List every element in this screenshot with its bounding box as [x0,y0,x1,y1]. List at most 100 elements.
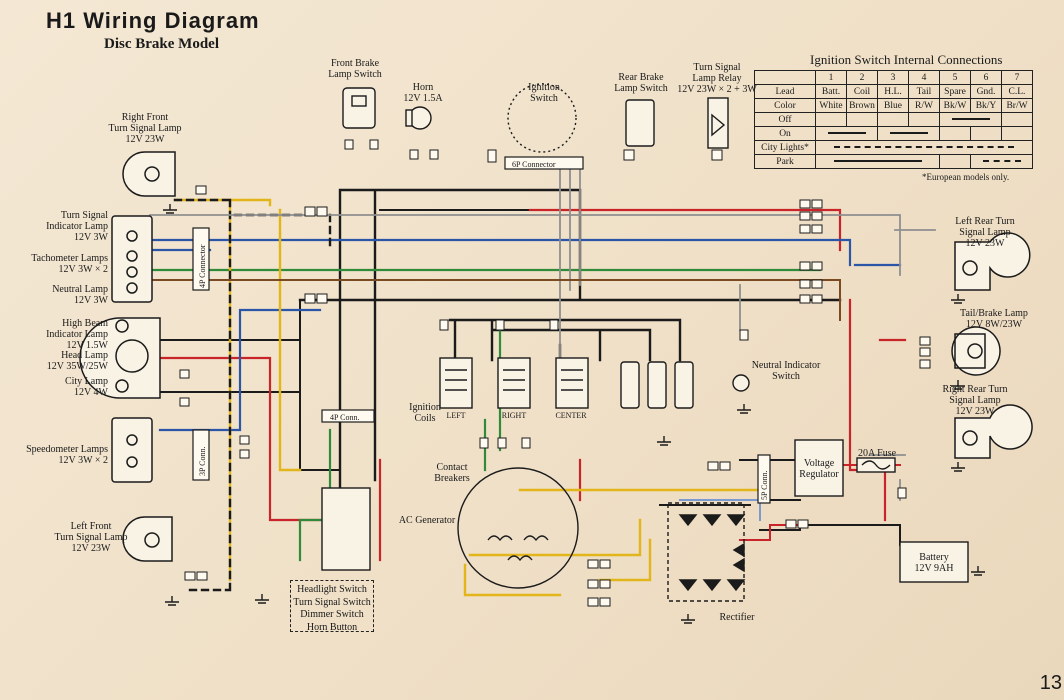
coil-left-label: LEFT [446,411,466,420]
connector-6p [504,156,584,170]
speedometer-label: Speedometer Lamps 12V 3W × 2 [26,444,108,466]
turn-relay-label: Turn Signal Lamp Relay 12V 23W × 2 + 3W [677,62,757,95]
table-cell: Gnd. [970,84,1002,99]
coil-right-label: RIGHT [501,411,527,420]
left-rear-turn-label: Left Rear Turn Signal Lamp 12V 23W [955,216,1015,249]
speedometer-housing [111,417,153,483]
table-cell [754,70,816,85]
table-cell: On [754,126,816,141]
table-cell: Color [754,98,816,113]
diagram-title: H1 Wiring Diagram [46,8,260,33]
connection-bar-off [939,112,1002,127]
ignition-table-note: *European models only. [922,172,1010,182]
table-cell: Spare [939,84,971,99]
front-brake-switch-label: Front Brake Lamp Switch [328,58,382,80]
ignition-connections-table: 1 2 3 4 5 6 7 Lead Batt. Coil H.L. Tail … [754,70,1033,169]
connector-4p-h-label: 4P Conn. [330,413,360,422]
contact-breakers-label: Contact Breakers [434,462,470,484]
table-row: Color White Brown Blue R/W Bk/W Bk/Y Br/… [754,98,1033,113]
city-lamp-label: City Lamp 12V 4W [64,376,108,398]
components-shapes [321,83,969,602]
voltage-regulator-body [794,439,844,497]
table-row: On [754,126,1033,141]
table-cell: Brown [846,98,878,113]
bullet-connectors [179,139,931,607]
connectors [192,156,771,504]
wire-red [158,208,907,562]
table-cell: Park [754,154,816,169]
page-number: 13 [1039,672,1062,694]
ignition-switch-label: Ignition Switch [528,82,560,104]
tachometer-label: Tachometer Lamps 12V 3W × 2 [31,253,108,275]
rear-brake-switch-label: Rear Brake Lamp Switch [614,72,668,94]
horn-label: Horn 12V 1.5A [403,82,443,104]
lamps [79,151,1033,562]
right-rear-turn-label: Right Rear Turn Signal Lamp 12V 23W [942,384,1008,417]
connector-4p-vertical [192,227,210,291]
front-brake-switch-body [342,87,376,129]
table-cell: Bk/W [939,98,971,113]
table-cell: Lead [754,84,816,99]
ignition-coils-label: Ignition Coils [409,402,441,424]
tail-brake-label: Tail/Brake Lamp 12V 8W/23W [960,308,1028,330]
connection-bar-city [815,140,1033,155]
rectifier-body [667,502,745,602]
switch-box-line-3: Dimmer Switch [300,609,364,620]
head-lamp-label: Head Lamp 12V 35W/25W [46,350,108,372]
connection-bar-park [815,154,940,169]
handlebar-switch-box: Headlight Switch Turn Signal Switch Dimm… [290,580,374,633]
coil-center-label: CENTER [555,411,587,420]
battery-label: Battery 12V 9AH [914,552,954,574]
switch-box-line-2: Turn Signal Switch [293,596,371,608]
switch-box-body [321,487,371,571]
turn-relay-body [707,97,729,149]
table-cell: 3 [877,70,909,85]
ac-generator-body [457,467,579,589]
table-row: Lead Batt. Coil H.L. Tail Spare Gnd. C.L… [754,84,1033,99]
table-cell: Coil [846,84,878,99]
table-cell: 2 [846,70,878,85]
table-cell: City Lights* [754,140,816,155]
switch-box-line-4: Horn Button [306,621,358,633]
connector-labels: 6P Connector 4P Conn. 4P Connector 3P Co… [198,160,769,500]
turn-indicator-label: Turn Signal Indicator Lamp 12V 3W [46,210,108,243]
left-front-turn-label: Left Front Turn Signal Lamp 12V 23W [54,521,128,554]
connection-bar-on-1 [815,126,878,141]
neutral-switch-label: Neutral Indicator Switch [751,360,821,382]
ground-symbols [163,204,985,624]
rear-brake-switch-body [625,99,655,147]
connector-6p-label: 6P Connector [512,160,556,169]
wire-black-2 [159,209,801,471]
connection-bar-park-2 [970,154,1033,169]
voltage-regulator-label: Voltage Regulator [799,458,839,480]
connector-5p-label: 5P Conn. [760,471,769,501]
table-row: Off [754,112,1033,127]
table-cell: Br/W [1001,98,1033,113]
table-cell: 4 [908,70,940,85]
connector-5p [757,454,771,504]
connection-bar-on-2 [877,126,940,141]
table-cell: Blue [877,98,909,113]
wire-yellow [173,198,762,597]
table-cell: Tail [908,84,940,99]
table-cell: 1 [815,70,847,85]
fuse-label: 20A Fuse [857,448,897,459]
table-row: Park [754,154,1033,169]
ac-generator-label: AC Generator [398,515,456,526]
connector-4p-v-label: 4P Connector [198,244,207,288]
table-cell: White [815,98,847,113]
neutral-lamp-label: Neutral Lamp 12V 3W [52,284,108,306]
wire-brown [149,279,841,321]
ignition-switch-body [507,83,577,153]
diagram-subtitle: Disc Brake Model [104,36,219,52]
neutral-switch-body [732,374,750,392]
battery-body [899,541,969,583]
table-cell: 5 [939,70,971,85]
table-header-row: 1 2 3 4 5 6 7 [754,70,1033,85]
switch-box-line-1: Headlight Switch [297,584,367,595]
right-rear-turn-lamp [954,404,1033,459]
table-cell: 7 [1001,70,1033,85]
connector-3p [192,429,210,481]
